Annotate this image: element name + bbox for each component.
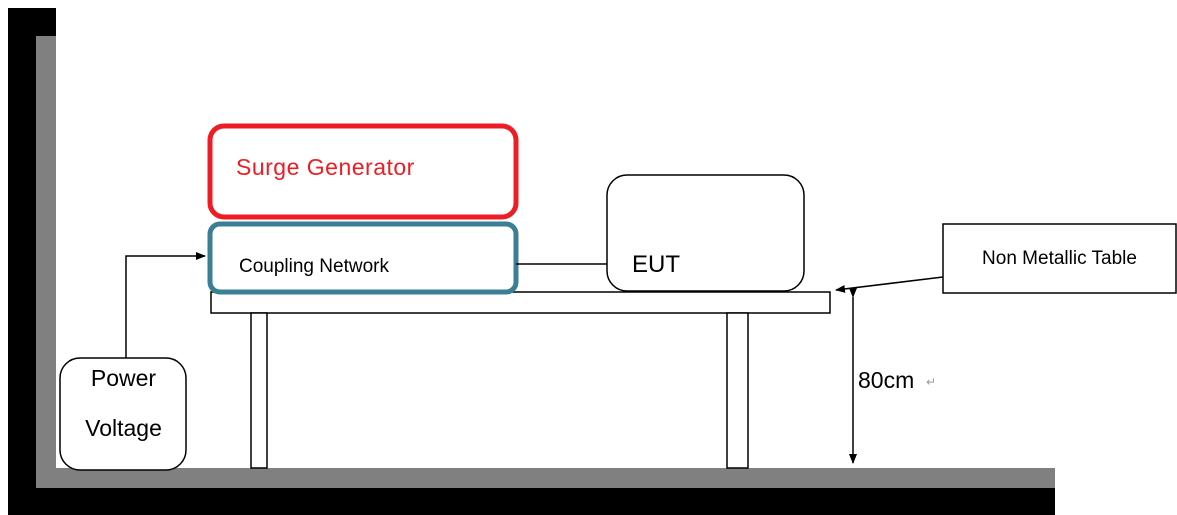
wall-gray: [36, 36, 56, 488]
return-mark: ↵: [926, 375, 937, 389]
floor-black: [8, 487, 1055, 515]
table-leg-left: [250, 312, 268, 469]
coupling-network-box: [207, 221, 519, 295]
ground-plane: [8, 8, 1055, 515]
surge-generator-box: [207, 123, 519, 220]
non-metallic-table: [210, 291, 831, 469]
table-callout-label: Non Metallic Table: [982, 248, 1137, 269]
table-leg-right: [726, 312, 749, 469]
power-feed-line: [125, 252, 206, 358]
surge-generator-label: Surge Generator: [236, 154, 415, 180]
eut-label: EUT: [632, 251, 680, 278]
power-voltage-label-line1: Power: [90, 365, 157, 391]
table-callout-box: [942, 223, 1177, 294]
power-voltage-label-line2: Voltage: [85, 415, 162, 441]
height-label: 80cm: [858, 367, 915, 393]
eut-box: [606, 174, 805, 292]
table-callout-arrow: [835, 276, 944, 293]
floor-gray: [36, 468, 1055, 488]
table-top: [210, 291, 831, 314]
coupling-network-label: Coupling Network: [239, 256, 389, 277]
power-voltage-box: [59, 357, 187, 471]
